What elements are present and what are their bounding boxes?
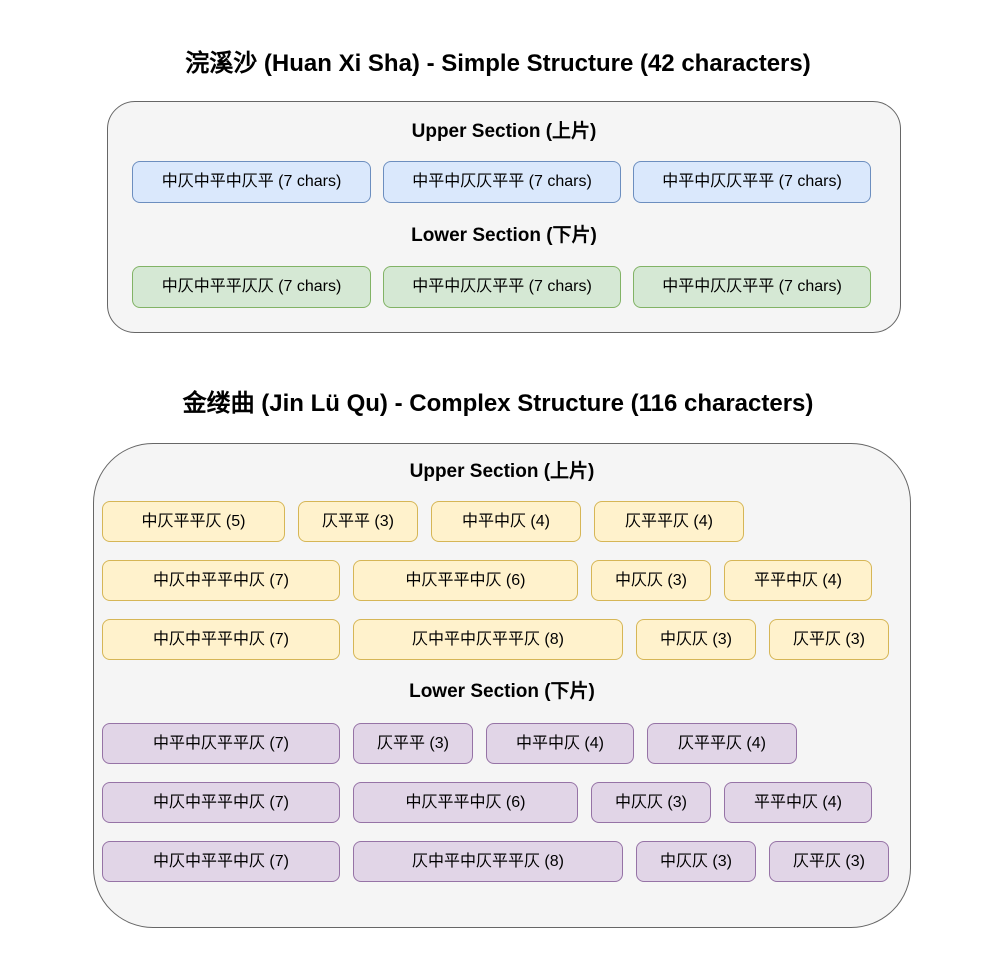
pattern-box: 中平中仄仄平平 (7 chars) xyxy=(383,266,621,308)
complex-upper-row-1: 中仄平平仄 (5) 仄平平 (3) 中平中仄 (4) 仄平平仄 (4) xyxy=(102,501,744,542)
pattern-box: 中仄仄 (3) xyxy=(591,782,711,823)
pattern-box: 中仄中平平中仄 (7) xyxy=(102,619,340,660)
pattern-box: 中仄仄 (3) xyxy=(636,619,756,660)
pattern-box: 中仄仄 (3) xyxy=(636,841,756,882)
pattern-box: 仄平平 (3) xyxy=(298,501,418,542)
pattern-box: 中平中仄平平仄 (7) xyxy=(102,723,340,764)
complex-structure-title: 金缕曲 (Jin Lü Qu) - Complex Structure (116… xyxy=(182,390,814,417)
simple-upper-row: 中仄中平中仄平 (7 chars) 中平中仄仄平平 (7 chars) 中平中仄… xyxy=(132,161,871,203)
pattern-box: 仄中平中仄平平仄 (8) xyxy=(353,619,623,660)
pattern-box: 中仄中平平中仄 (7) xyxy=(102,560,340,601)
pattern-box: 中平中仄仄平平 (7 chars) xyxy=(383,161,621,203)
pattern-box: 中仄仄 (3) xyxy=(591,560,711,601)
pattern-box: 仄平平 (3) xyxy=(353,723,473,764)
simple-structure-container: Upper Section (上片) 中仄中平中仄平 (7 chars) 中平中… xyxy=(107,101,901,333)
pattern-box: 平平中仄 (4) xyxy=(724,560,872,601)
pattern-box: 中仄中平平中仄 (7) xyxy=(102,782,340,823)
pattern-box: 仄平仄 (3) xyxy=(769,619,889,660)
pattern-box: 仄平平仄 (4) xyxy=(594,501,744,542)
pattern-box: 平平中仄 (4) xyxy=(724,782,872,823)
upper-section-label: Upper Section (上片) xyxy=(411,121,597,142)
pattern-box: 中平中仄仄平平 (7 chars) xyxy=(633,266,871,308)
simple-lower-row: 中仄中平平仄仄 (7 chars) 中平中仄仄平平 (7 chars) 中平中仄… xyxy=(132,266,871,308)
pattern-box: 中仄平平仄 (5) xyxy=(102,501,285,542)
simple-structure-title: 浣溪沙 (Huan Xi Sha) - Simple Structure (42… xyxy=(185,50,811,77)
complex-lower-row-3: 中仄中平平中仄 (7) 仄中平中仄平平仄 (8) 中仄仄 (3) 仄平仄 (3) xyxy=(102,841,889,882)
complex-structure-container: Upper Section (上片) 中仄平平仄 (5) 仄平平 (3) 中平中… xyxy=(93,443,911,928)
pattern-box: 中仄中平中仄平 (7 chars) xyxy=(132,161,371,203)
pattern-box: 中平中仄仄平平 (7 chars) xyxy=(633,161,871,203)
pattern-box: 中仄平平中仄 (6) xyxy=(353,782,578,823)
complex-upper-row-3: 中仄中平平中仄 (7) 仄中平中仄平平仄 (8) 中仄仄 (3) 仄平仄 (3) xyxy=(102,619,889,660)
lower-section-label: Lower Section (下片) xyxy=(411,225,597,246)
pattern-box: 仄平平仄 (4) xyxy=(647,723,797,764)
pattern-box: 中平中仄 (4) xyxy=(431,501,581,542)
pattern-box: 仄平仄 (3) xyxy=(769,841,889,882)
complex-upper-row-2: 中仄中平平中仄 (7) 中仄平平中仄 (6) 中仄仄 (3) 平平中仄 (4) xyxy=(102,560,872,601)
upper-section-label: Upper Section (上片) xyxy=(409,461,595,482)
lower-section-label: Lower Section (下片) xyxy=(409,681,595,702)
pattern-box: 中平中仄 (4) xyxy=(486,723,634,764)
pattern-box: 仄中平中仄平平仄 (8) xyxy=(353,841,623,882)
pattern-box: 中仄平平中仄 (6) xyxy=(353,560,578,601)
complex-lower-row-2: 中仄中平平中仄 (7) 中仄平平中仄 (6) 中仄仄 (3) 平平中仄 (4) xyxy=(102,782,872,823)
pattern-box: 中仄中平平中仄 (7) xyxy=(102,841,340,882)
pattern-box: 中仄中平平仄仄 (7 chars) xyxy=(132,266,371,308)
complex-lower-row-1: 中平中仄平平仄 (7) 仄平平 (3) 中平中仄 (4) 仄平平仄 (4) xyxy=(102,723,797,764)
